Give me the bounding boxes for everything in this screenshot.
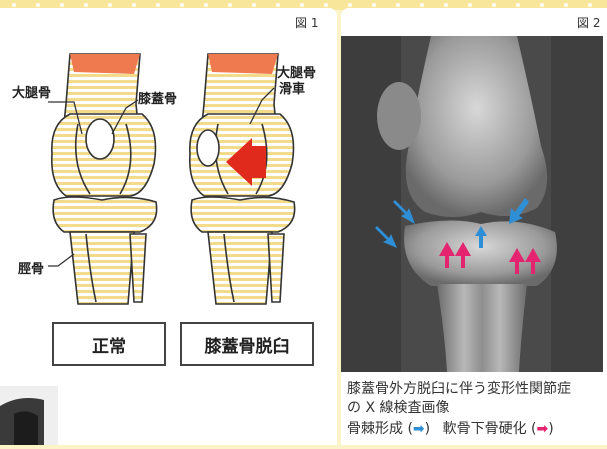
figure-2-label: 図 2 — [577, 14, 600, 31]
figure-1-label: 図 1 — [295, 14, 318, 31]
label-trochlea: 滑車 — [279, 82, 305, 97]
normal-label-box: 正常 — [52, 322, 166, 366]
legend-osteophyte-text: 骨棘形成 — [347, 421, 403, 437]
caption-line-1: 膝蓋骨外方脱臼に伴う変形性関節症 — [347, 380, 571, 399]
luxation-label-box: 膝蓋骨脱臼 — [180, 322, 314, 366]
label-femur-left: 大腿骨 — [12, 86, 51, 101]
xray-image — [341, 36, 603, 372]
legend-sclerosis-text: 軟骨下骨硬化 — [443, 421, 527, 437]
legend-blue-arrow-icon: ➡ — [413, 421, 425, 437]
legend-pink-arrow-icon: ➡ — [537, 421, 549, 437]
label-femur-right: 大腿骨 — [277, 66, 316, 81]
partial-thumbnail-image — [0, 386, 58, 445]
caption-line-2: の X 線検査画像 — [347, 399, 450, 418]
label-tibia: 脛骨 — [18, 262, 44, 277]
caption-legend: 骨棘形成 (➡) 軟骨下骨硬化 (➡) — [347, 420, 554, 439]
label-patella: 膝蓋骨 — [138, 92, 177, 107]
